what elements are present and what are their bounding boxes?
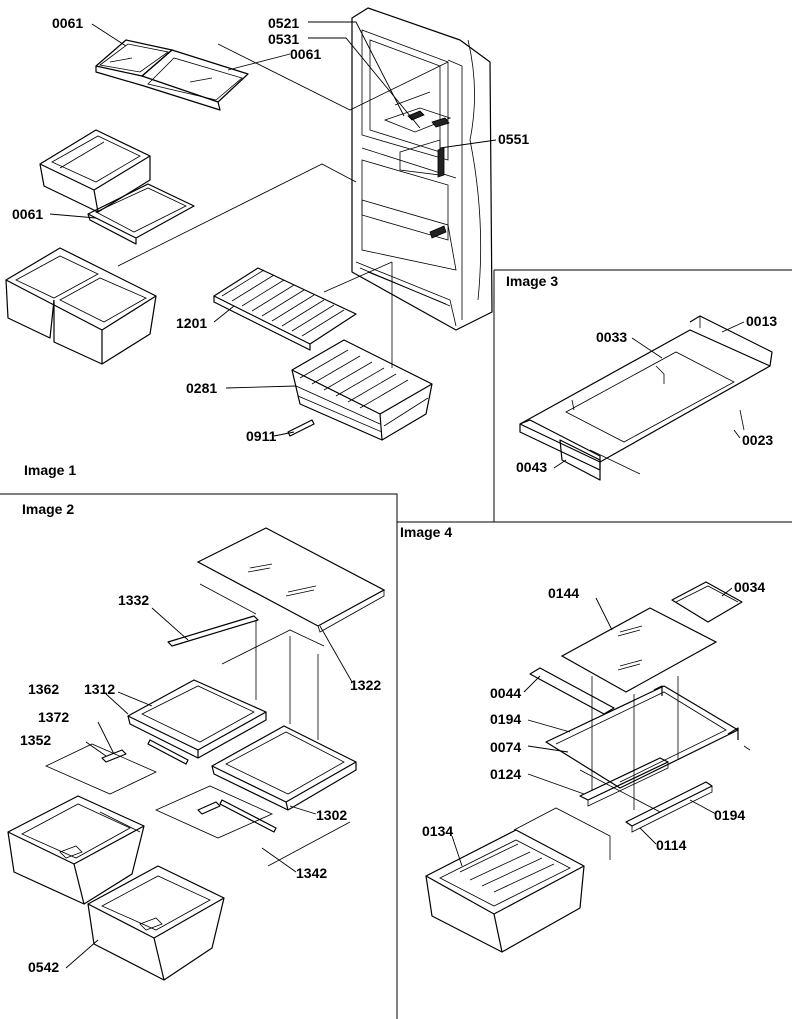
crisper-cover-left [127,679,267,759]
crisper-cover-right [211,725,357,811]
top-glass-shelves [95,39,249,111]
callout-0194-lower: 0194 [714,807,745,823]
slide-0114 [625,781,713,827]
image1-group: 0061 0521 0531 0061 0551 0061 1201 0281 … [5,7,529,478]
image4-group: 0144 0034 0044 0194 0074 0124 0194 0114 … [400,524,765,953]
trim-0034 [671,581,743,623]
callout-0013: 0013 [746,313,777,329]
panel-label-image2: Image 2 [22,501,74,517]
image3-group: 0033 0013 0023 0043 Image 3 [506,273,777,481]
callout-1201: 1201 [176,315,207,331]
image1-leader-lines [49,21,497,437]
panel-label-image3: Image 3 [506,273,558,289]
callout-0033: 0033 [596,329,627,345]
callout-0281: 0281 [186,380,217,396]
callout-0044: 0044 [490,685,521,701]
callout-1342: 1342 [296,865,327,881]
rail-1342 [155,785,273,839]
wire-basket [291,339,433,441]
callout-0074: 0074 [490,739,521,755]
crisper-bin-right [87,865,225,981]
slide-0124 [579,757,669,801]
callout-0034: 0034 [734,579,765,595]
clip-1372 [101,749,127,763]
image2-group: 1332 1322 1362 1312 1372 1352 1302 1342 … [7,501,386,981]
callout-0194-upper: 0194 [490,711,521,727]
callout-0134: 0134 [422,823,453,839]
image3-frame-left [493,270,792,523]
crisper-drawer-lower [5,247,157,365]
pan-0134 [425,829,585,953]
panel-label-image1: Image 1 [24,462,76,478]
glass-shelf-0144 [560,607,718,693]
callout-0114: 0114 [656,837,687,853]
callout-1362: 1362 [28,681,59,697]
callout-1372: 1372 [38,709,69,725]
wire-shelf [213,267,357,351]
trim-0044 [529,667,615,715]
callout-1302: 1302 [316,807,347,823]
callout-0061-right: 0061 [290,46,321,62]
callout-0023: 0023 [742,432,773,448]
slide-left [147,739,189,765]
frame-0074 [545,685,739,789]
callout-0144: 0144 [548,585,579,601]
callout-0043: 0043 [516,459,547,475]
clip-1342 [197,801,221,815]
panel-label-image4: Image 4 [400,524,452,540]
callout-0521: 0521 [268,15,299,31]
callout-0542: 0542 [28,959,59,975]
callout-0061-top: 0061 [52,15,83,31]
callout-0911: 0911 [246,428,277,444]
callout-0551: 0551 [498,131,529,147]
callout-1352: 1352 [20,732,51,748]
shelf-frame-1332 [167,615,259,647]
panel-frames [0,269,792,1019]
callout-0531: 0531 [268,31,299,47]
image1-projection-lines [117,43,449,368]
callout-1322: 1322 [350,677,381,693]
image2-frame [0,493,398,1019]
crisper-bin-left [7,795,145,905]
callout-0061-middle: 0061 [12,206,43,222]
basket-divider [287,419,315,437]
callout-1332: 1332 [118,592,149,608]
callout-0124: 0124 [490,766,521,782]
refrigerator-cabinet [351,7,493,331]
middle-glass-shelf [87,183,195,245]
callout-1312: 1312 [84,681,115,697]
slide-right [219,799,277,833]
rail-1352 [45,743,157,795]
crisper-drawer-upper [39,129,151,213]
